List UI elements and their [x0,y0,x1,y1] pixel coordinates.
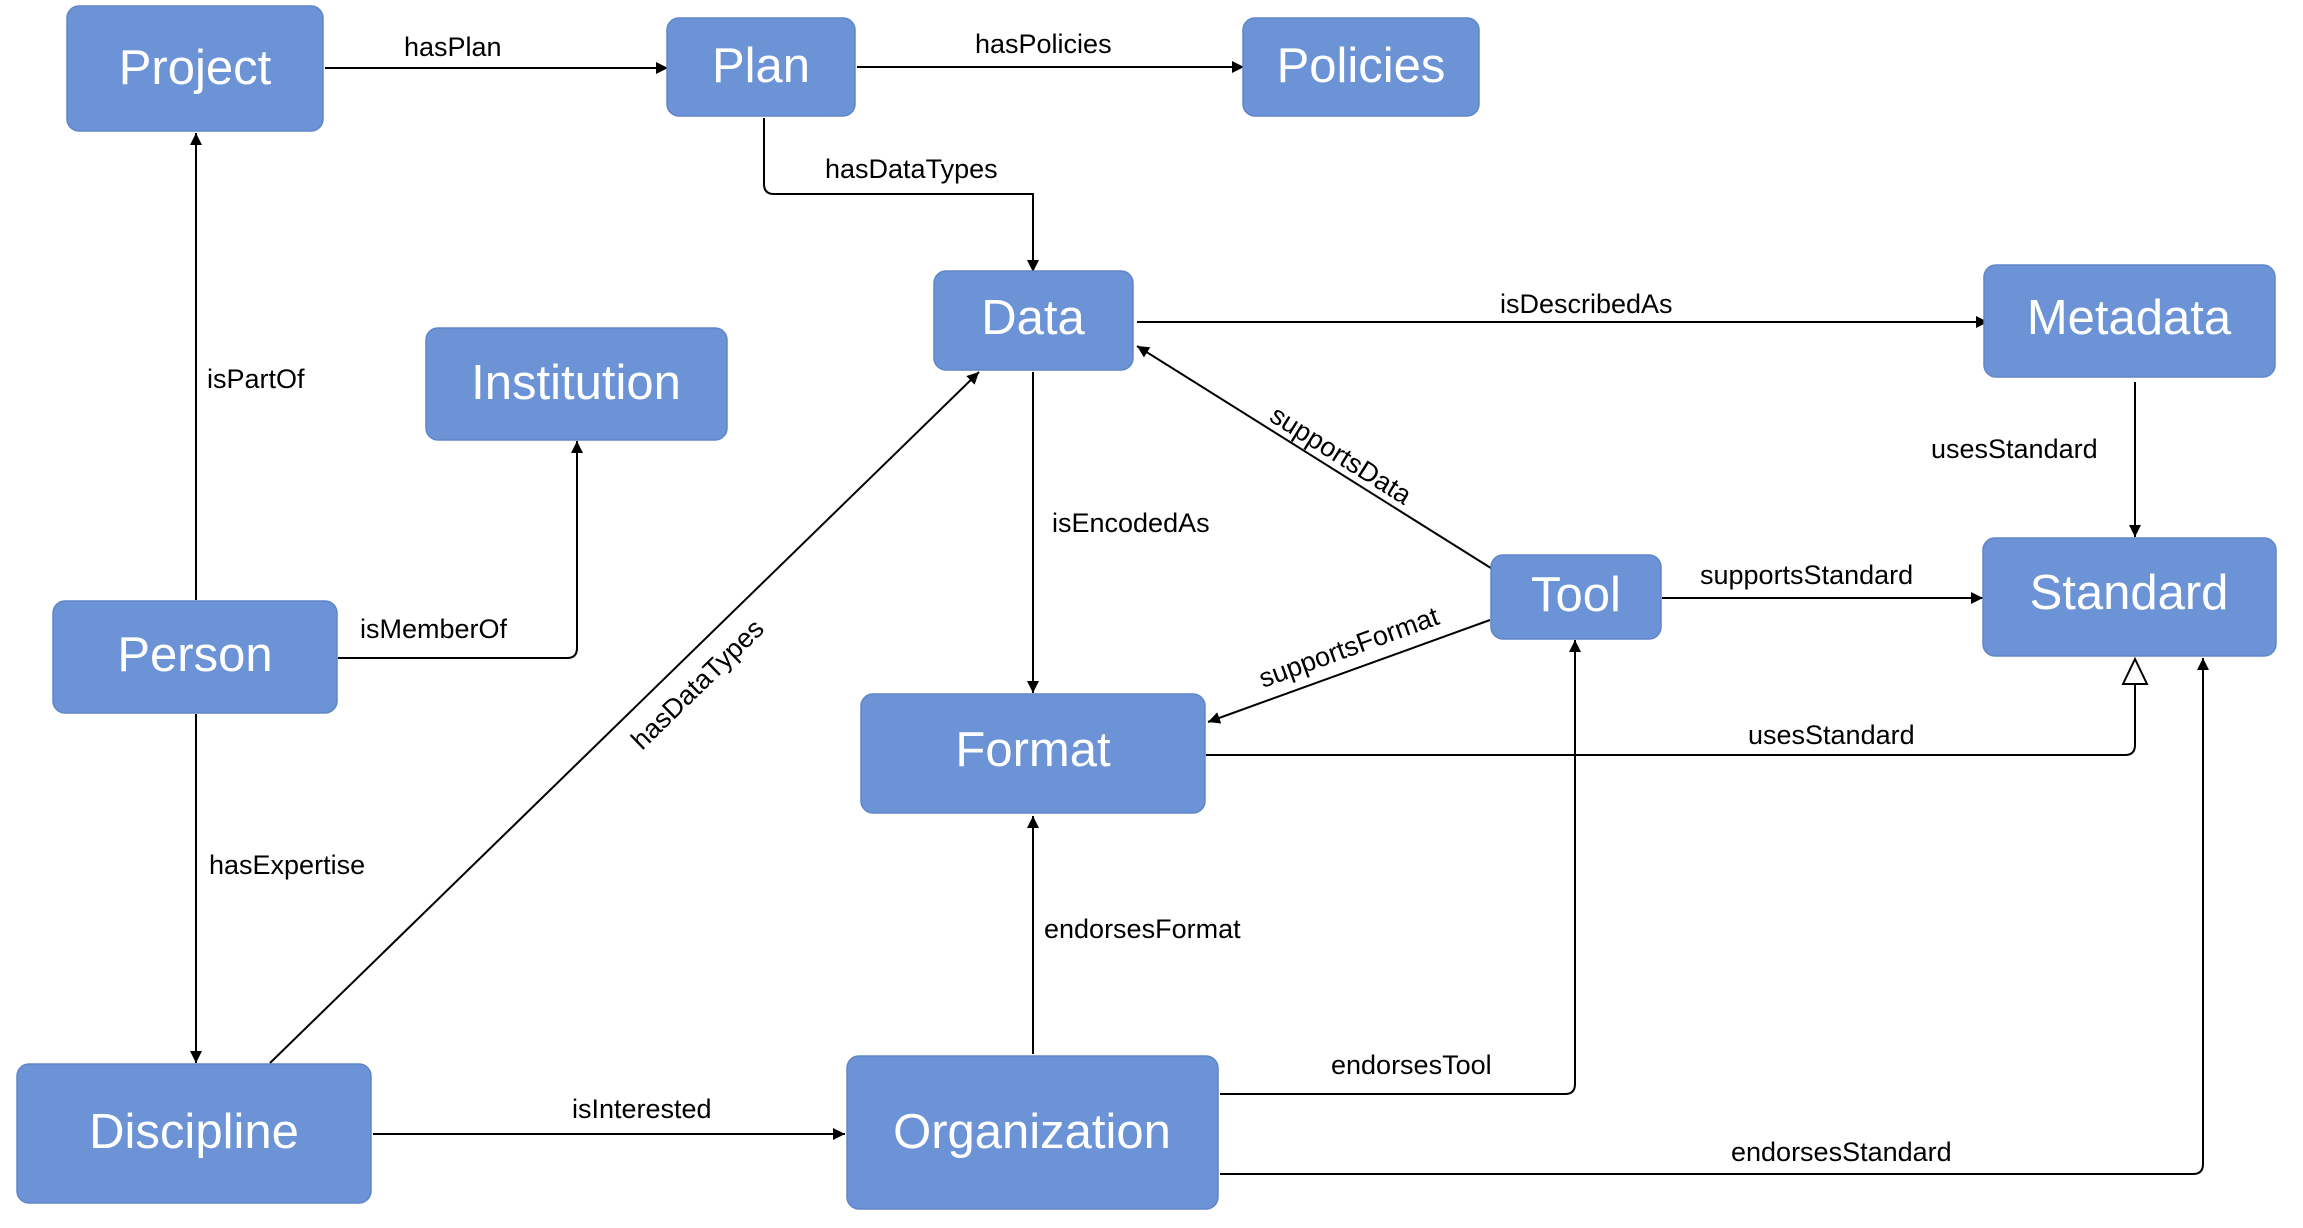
edge-label-uses-standard-format: usesStandard [1748,720,1915,750]
edge-label-endorses-standard: endorsesStandard [1731,1137,1952,1167]
edge-label-is-described-as: isDescribedAs [1500,289,1673,319]
node-label: Standard [2030,566,2229,620]
nodes: Project Plan Policies Institution Data M… [16,5,2277,1210]
node-box [933,270,1134,371]
edge-label-plan-has-data-types: hasDataTypes [825,154,998,184]
node-box [860,693,1206,814]
node-metadata[interactable]: Metadata [1983,264,2276,378]
edge-label-has-plan: hasPlan [404,32,502,62]
node-label: Project [119,41,272,95]
edge-label-discipline-has-data-types: hasDataTypes [625,613,769,755]
node-tool[interactable]: Tool [1490,554,1662,640]
edge-label-is-encoded-as: isEncodedAs [1052,508,1210,538]
node-person[interactable]: Person [52,600,338,714]
edge-label-supports-standard: supportsStandard [1700,560,1913,590]
edge-label-is-interested: isInterested [572,1094,712,1124]
edge-label-is-part-of: isPartOf [207,364,305,394]
node-label: Policies [1277,39,1446,93]
node-organization[interactable]: Organization [846,1055,1219,1210]
node-discipline[interactable]: Discipline [16,1063,372,1204]
edge-plan-has-data-types [763,118,1039,272]
node-format[interactable]: Format [860,693,1206,814]
node-label: Institution [471,356,681,410]
node-policies[interactable]: Policies [1242,17,1480,117]
edge-label-supports-data: supportsData [1265,400,1418,511]
node-box [16,1063,372,1204]
node-label: Person [117,628,272,682]
edge-supports-format [1207,619,1491,724]
edge-endorses-standard [1220,658,2209,1175]
edge-is-member-of [338,441,583,659]
node-label: Organization [893,1105,1171,1159]
node-label: Discipline [89,1105,299,1159]
node-box [666,17,856,117]
edge-label-is-member-of: isMemberOf [360,614,508,644]
edge-endorses-tool [1220,640,1581,1095]
node-standard[interactable]: Standard [1982,537,2277,657]
node-project[interactable]: Project [66,5,324,132]
edge-label-endorses-format: endorsesFormat [1044,914,1241,944]
edge-label-has-policies: hasPolicies [975,29,1112,59]
node-box [66,5,324,132]
node-box [425,327,728,441]
node-label: Plan [712,39,810,93]
edge-label-uses-standard-metadata: usesStandard [1931,434,2098,464]
edge-label-has-expertise: hasExpertise [209,850,365,880]
inheritance-arrowhead [2121,656,2149,685]
node-label: Data [981,291,1085,345]
node-box [1242,17,1480,117]
edge-supports-data [1136,345,1495,571]
node-box [1982,537,2277,657]
node-plan[interactable]: Plan [666,17,856,117]
edge-uses-standard-format [1206,684,2136,756]
node-institution[interactable]: Institution [425,327,728,441]
edge-label-endorses-tool: endorsesTool [1331,1050,1492,1080]
node-box [1983,264,2276,378]
node-box [1490,554,1662,640]
node-box [846,1055,1219,1210]
node-data[interactable]: Data [933,270,1134,371]
node-label: Metadata [2027,291,2232,345]
edges: hasPlan hasPolicies hasDataTypes isDescr… [190,29,2209,1175]
edge-discipline-has-data-types [269,371,980,1064]
node-box [52,600,338,714]
node-label: Format [955,723,1111,777]
node-label: Tool [1531,568,1621,622]
